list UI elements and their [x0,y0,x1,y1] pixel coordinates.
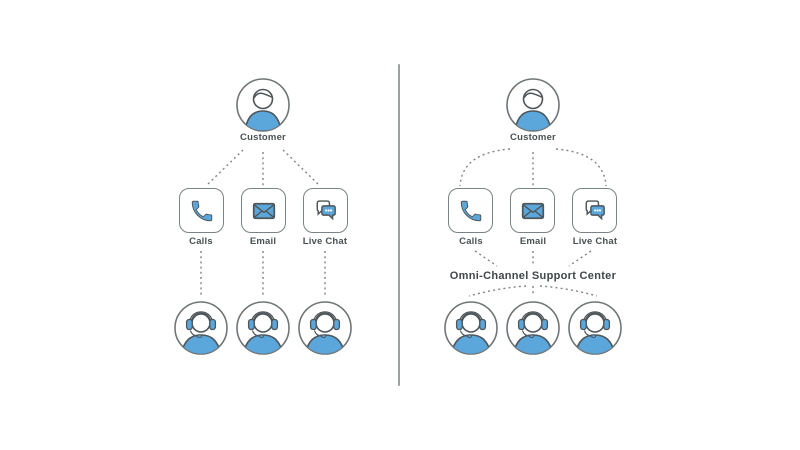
support-agent-headset-icon [236,301,290,355]
agent-avatar [297,300,353,356]
phone-icon [191,200,212,221]
connector-dashed-line [555,148,607,187]
connector-dashed-line [205,149,244,187]
connector-dashed-line [568,250,592,267]
support-agent-headset-icon [174,301,228,355]
agent-avatar [443,300,499,356]
agent-avatar [505,300,561,356]
channel-label-email: Email [519,236,547,247]
customer-avatar [505,77,561,133]
channel-label-calls: Calls [459,236,483,247]
customer-label: Customer [240,132,286,143]
phone-icon [460,200,481,221]
support-agent-headset-icon [506,301,560,355]
agent-avatar [567,300,623,356]
customer-avatar [235,77,291,133]
channel-box-email [241,188,286,233]
support-agent-headset-icon [444,301,498,355]
channel-box-calls [448,188,493,233]
channel-box-livechat [572,188,617,233]
chat-bubbles-icon [585,200,605,221]
connector-dashed-line [474,250,498,267]
channel-label-livechat: Live Chat [302,236,348,247]
envelope-icon [521,202,544,219]
customer-label: Customer [510,132,556,143]
channel-box-email [510,188,555,233]
omni-channel-hub-label: Omni-Channel Support Center [449,270,617,282]
connector-dashed-line [282,149,321,187]
channel-box-calls [179,188,224,233]
connector-dashed-line [539,285,598,297]
connector-dashed-line [468,285,527,297]
chat-bubbles-icon [316,200,336,221]
person-icon [506,78,560,132]
person-icon [236,78,290,132]
support-agent-headset-icon [568,301,622,355]
support-agent-headset-icon [298,301,352,355]
channel-box-livechat [303,188,348,233]
connector-dashed-line [459,148,511,187]
agent-avatar [235,300,291,356]
panel-divider [398,64,400,386]
channel-label-livechat: Live Chat [572,236,618,247]
envelope-icon [252,202,275,219]
channel-label-email: Email [249,236,277,247]
channel-label-calls: Calls [189,236,213,247]
agent-avatar [173,300,229,356]
